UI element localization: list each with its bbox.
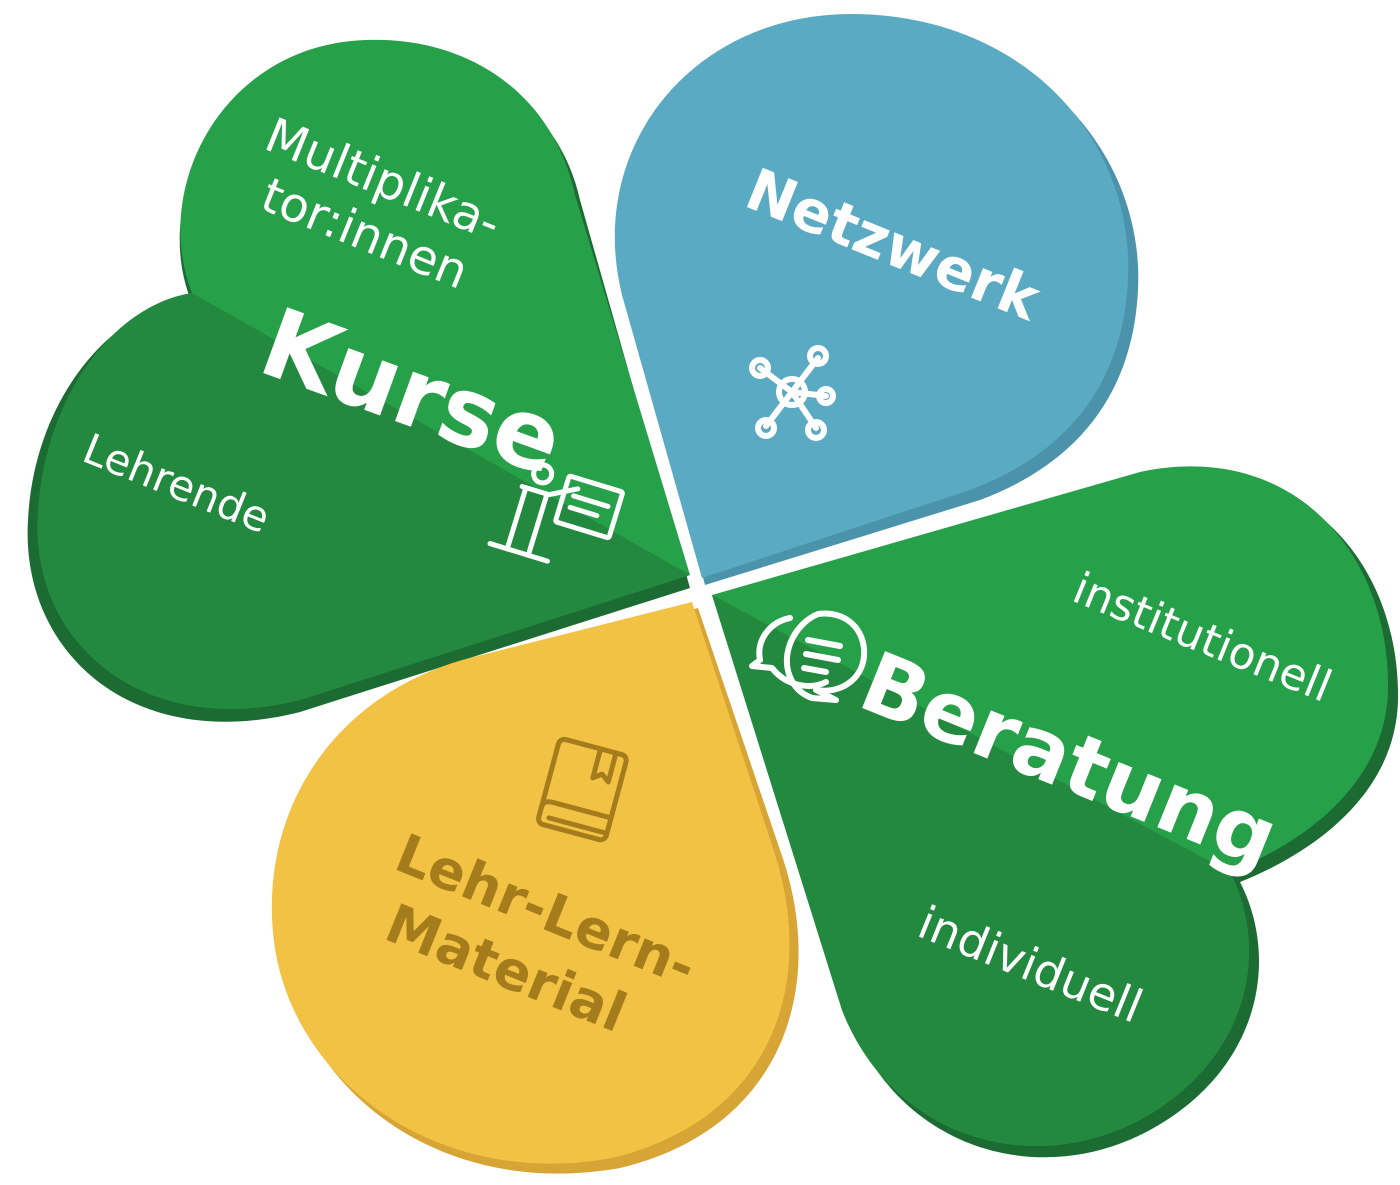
leaf-material bbox=[271, 602, 799, 1174]
book-icon bbox=[536, 736, 629, 843]
leaf-netzwerk bbox=[614, 13, 1139, 585]
leaf-netzwerk-body bbox=[614, 13, 1129, 578]
chat-bubbles-icon bbox=[749, 610, 868, 703]
leaf-beratung bbox=[712, 466, 1399, 1158]
leaf-kurse bbox=[27, 39, 690, 722]
network-nodes-icon bbox=[749, 345, 836, 441]
leaf-beratung-lower-half bbox=[712, 595, 1250, 1147]
leaf-material-body bbox=[271, 602, 790, 1164]
teacher-presentation-icon bbox=[487, 462, 625, 564]
leaf-kurse-lower-half bbox=[37, 293, 690, 709]
